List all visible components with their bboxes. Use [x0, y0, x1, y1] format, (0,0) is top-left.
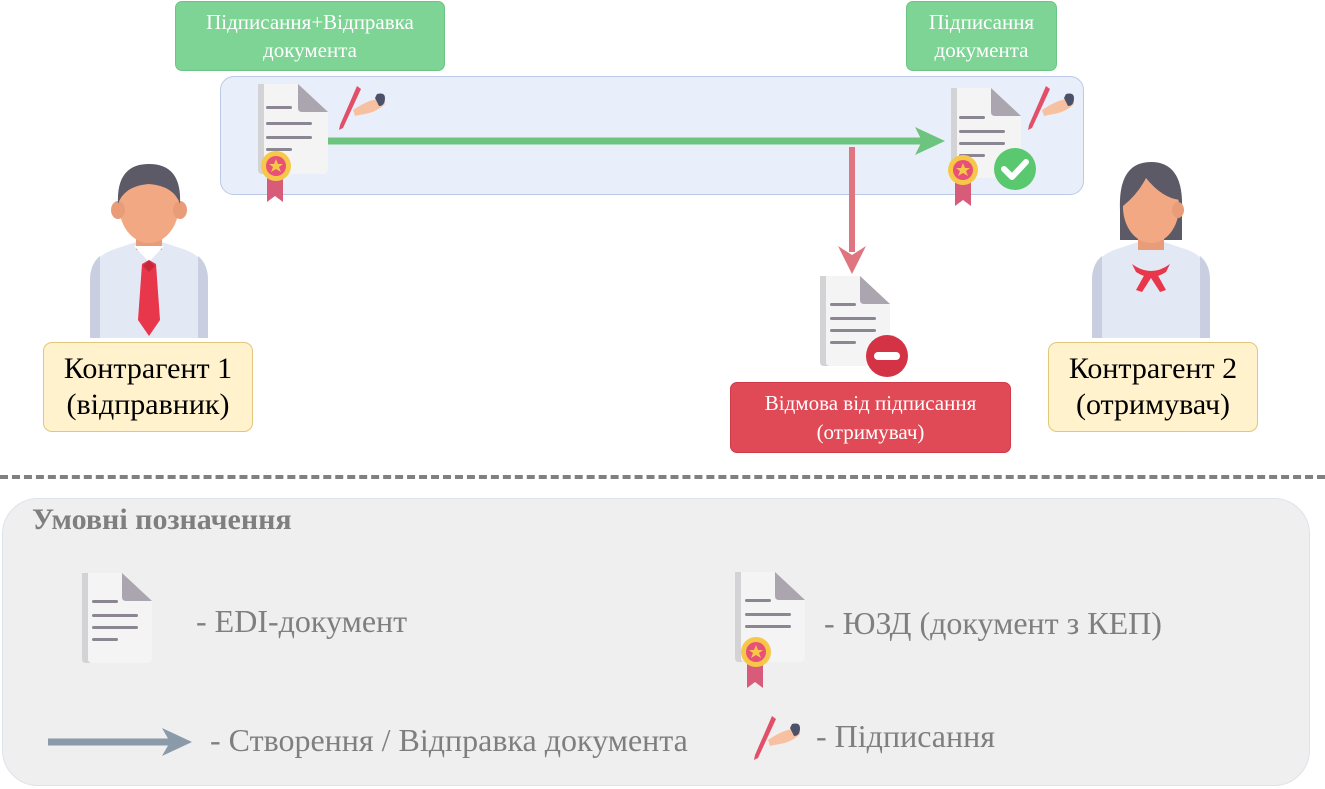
yuzd-document-icon — [735, 572, 805, 688]
legend-signing-text: - Підписання — [816, 718, 995, 754]
legend-title: Умовні позначення — [32, 503, 292, 536]
legend-arrow-icon — [48, 728, 192, 756]
legend-yuzd-text: - ЮЗД (документ з КЕП) — [824, 605, 1162, 641]
flow-band — [220, 76, 1084, 195]
legend-edi-text: - EDI-документ — [196, 603, 408, 639]
legend-panel — [2, 498, 1310, 786]
section-divider — [0, 475, 1325, 479]
reject-label: Відмова від підписання (отримувач) — [730, 382, 1011, 453]
receiver-person-icon — [1092, 162, 1210, 338]
signed-document-icon — [258, 84, 328, 202]
check-icon — [994, 148, 1036, 190]
rejected-document-icon — [820, 276, 908, 377]
edi-document-icon — [82, 573, 152, 663]
signing-pen-icon — [754, 716, 800, 760]
sender-person-icon — [90, 164, 208, 338]
receiver-label: Контрагент 2 (отримувач) — [1048, 342, 1258, 432]
sign-send-label: Підписання+Відправка документа — [175, 1, 445, 71]
signing-pen-icon — [1028, 86, 1074, 130]
sign-label: Підписання документа — [906, 1, 1057, 71]
legend-create-send-text: - Створення / Відправка документа — [210, 722, 688, 758]
signing-pen-icon — [339, 86, 385, 130]
sender-label: Контрагент 1 (відправник) — [43, 342, 253, 432]
